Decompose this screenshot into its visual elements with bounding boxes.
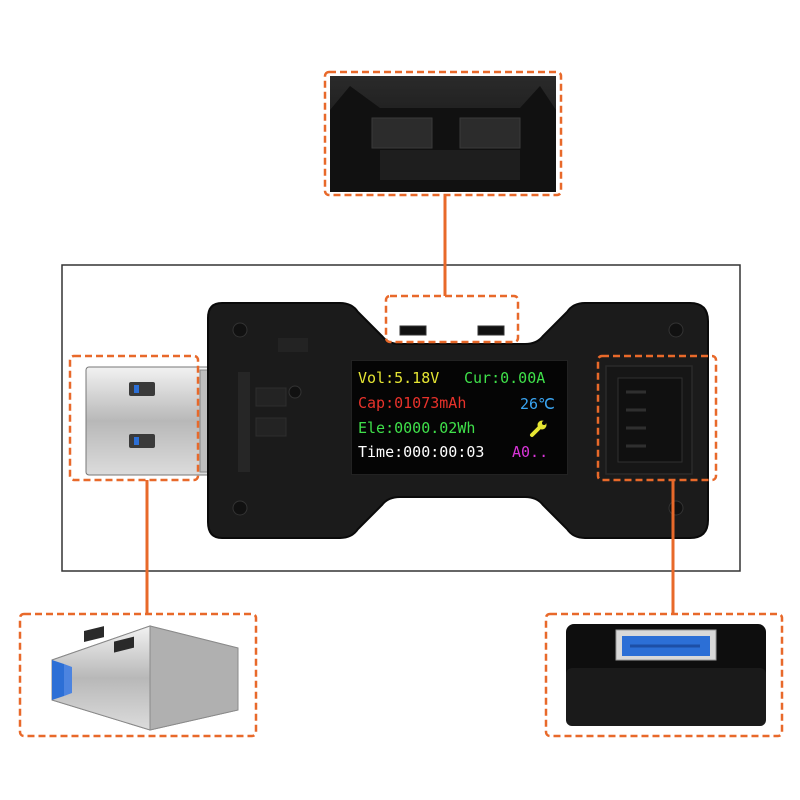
usb-male-plug (85, 366, 221, 476)
temperature-reading: 26℃ (520, 395, 555, 413)
detail-panel-usb-male (18, 612, 258, 738)
callout-box-usb-male (68, 354, 200, 482)
callout-lines (145, 195, 675, 614)
capacity-reading: Cap:01073mAh (358, 394, 467, 412)
energy-reading: Ele:0000.02Wh (358, 419, 476, 437)
lcd-screen: Vol:5.18V Cur:0.00A Cap:01073mAh 26℃ Ele… (351, 360, 568, 475)
detail-panel-buttons (323, 70, 563, 197)
wrench-icon (528, 417, 550, 439)
current-reading: Cur:0.00A (464, 369, 546, 387)
callout-box-usb-female (596, 354, 718, 482)
time-reading: Time:000:00:03 (358, 443, 485, 461)
voltage-reading: Vol:5.18V (358, 369, 440, 387)
callout-box-buttons (384, 294, 520, 344)
detail-panel-usb-female (544, 612, 784, 738)
mode-indicator: A0.. (512, 443, 549, 461)
